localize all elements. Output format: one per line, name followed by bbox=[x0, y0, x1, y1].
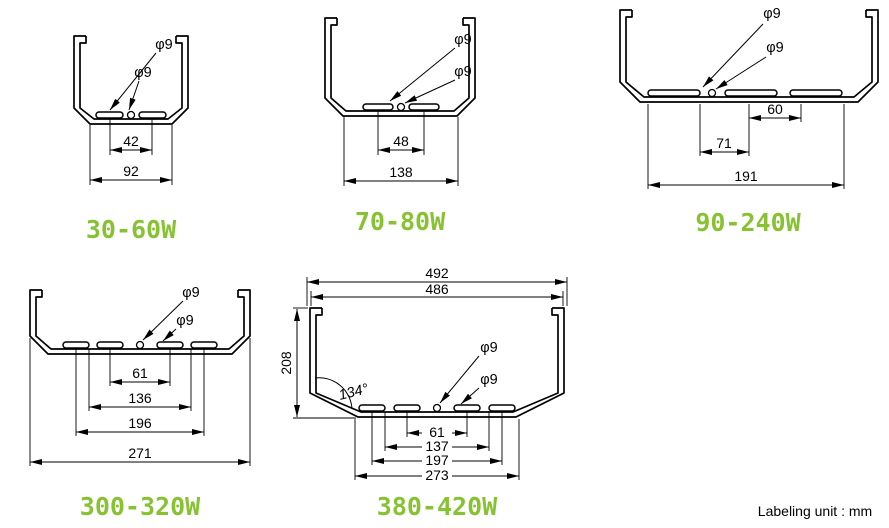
mounting-slot bbox=[789, 89, 843, 97]
bracket-inner-profile bbox=[35, 290, 245, 350]
mounting-slot bbox=[488, 404, 516, 412]
mounting-slot bbox=[156, 341, 184, 349]
leader-line bbox=[389, 47, 456, 102]
dimension-label: 136 bbox=[128, 390, 152, 406]
dimension-label: 486 bbox=[425, 281, 449, 297]
bracket-inner-profile bbox=[625, 10, 873, 98]
mounting-hole bbox=[432, 403, 442, 413]
hole-diameter-label: φ9 bbox=[454, 32, 471, 48]
wattage-label-300-320w: 300-320W bbox=[80, 492, 201, 521]
dimension-label: 492 bbox=[425, 265, 449, 281]
dimension-label: 137 bbox=[425, 438, 449, 454]
hole-diameter-label: φ9 bbox=[176, 313, 193, 329]
hole-diameter-label: φ9 bbox=[182, 285, 199, 301]
mounting-slot bbox=[453, 404, 481, 412]
wattage-label-70-80w: 70-80W bbox=[355, 207, 446, 236]
bracket-outer-profile bbox=[29, 289, 251, 355]
dimension-label: 71 bbox=[716, 135, 732, 151]
bracket-inner-profile bbox=[330, 18, 470, 112]
mounting-hole bbox=[396, 102, 406, 112]
leader-line bbox=[128, 80, 140, 111]
bracket-90-240w: φ9 φ9 60 71 191 90-240W bbox=[619, 6, 879, 237]
hole-diameter-label: φ9 bbox=[134, 65, 151, 81]
mounting-slot bbox=[96, 341, 124, 349]
leader-line bbox=[715, 56, 767, 90]
mounting-slot bbox=[190, 341, 218, 349]
dimension-label: 191 bbox=[734, 168, 758, 184]
dimension-label: 61 bbox=[429, 424, 445, 440]
hole-diameter-label: φ9 bbox=[766, 40, 783, 56]
dimension-label: 42 bbox=[123, 133, 139, 149]
leader-line bbox=[109, 52, 157, 111]
wattage-label-30-60w: 30-60W bbox=[86, 215, 177, 244]
hole-diameter-label: φ9 bbox=[480, 340, 497, 356]
dimension-label: 273 bbox=[425, 467, 449, 483]
bracket-outer-profile bbox=[619, 9, 879, 103]
dimension-label: 61 bbox=[132, 365, 148, 381]
bracket-380-420w: 492 486 208 134° φ9 φ9 61 137 bbox=[278, 265, 568, 521]
bracket-outer-profile bbox=[324, 17, 476, 117]
dimension-label: 197 bbox=[425, 452, 449, 468]
hole-diameter-label: φ9 bbox=[763, 6, 780, 22]
mounting-slot bbox=[647, 89, 701, 97]
dimension-label: 138 bbox=[389, 164, 413, 180]
angle-arc bbox=[314, 377, 353, 410]
mounting-slot bbox=[95, 111, 124, 119]
wattage-label-380-420w: 380-420W bbox=[377, 492, 498, 521]
hole-diameter-label: φ9 bbox=[155, 37, 172, 53]
leader-line bbox=[162, 328, 177, 342]
angle-label: 134° bbox=[337, 381, 370, 404]
dimension-label: 271 bbox=[128, 445, 152, 461]
hole-diameter-label: φ9 bbox=[480, 372, 497, 388]
mounting-slot bbox=[408, 103, 440, 111]
bracket-30-60w: φ9 φ9 42 92 30-60W bbox=[73, 35, 189, 244]
dimension-label: 60 bbox=[767, 101, 783, 117]
dimension-label: 48 bbox=[393, 133, 409, 149]
bracket-300-320w: φ9 φ9 61 136 196 271 300-320W bbox=[29, 285, 251, 521]
bracket-70-80w: φ9 φ9 48 138 70-80W bbox=[324, 17, 476, 236]
mounting-slot bbox=[724, 89, 778, 97]
leader-line bbox=[404, 79, 456, 104]
wattage-label-90-240w: 90-240W bbox=[695, 208, 801, 237]
mounting-hole bbox=[135, 340, 145, 350]
mounting-slot bbox=[362, 103, 394, 111]
unit-note: Labeling unit : mm bbox=[758, 503, 872, 519]
mounting-hole bbox=[126, 110, 136, 120]
mounting-hole bbox=[707, 88, 717, 98]
bracket-outer-profile bbox=[73, 35, 189, 125]
leader-line bbox=[702, 23, 764, 88]
hole-diameter-label: φ9 bbox=[454, 64, 471, 80]
mounting-slot bbox=[62, 341, 90, 349]
dimension-label: 196 bbox=[128, 415, 152, 431]
mounting-slot bbox=[393, 404, 421, 412]
leader-line bbox=[460, 387, 480, 405]
dimension-label: 208 bbox=[278, 351, 294, 375]
dimension-label: 92 bbox=[123, 163, 139, 179]
bracket-outer-profile bbox=[309, 307, 565, 418]
mounting-slot bbox=[138, 111, 167, 119]
leader-line bbox=[142, 300, 184, 341]
mounting-slot bbox=[358, 404, 386, 412]
leader-line bbox=[439, 355, 480, 404]
